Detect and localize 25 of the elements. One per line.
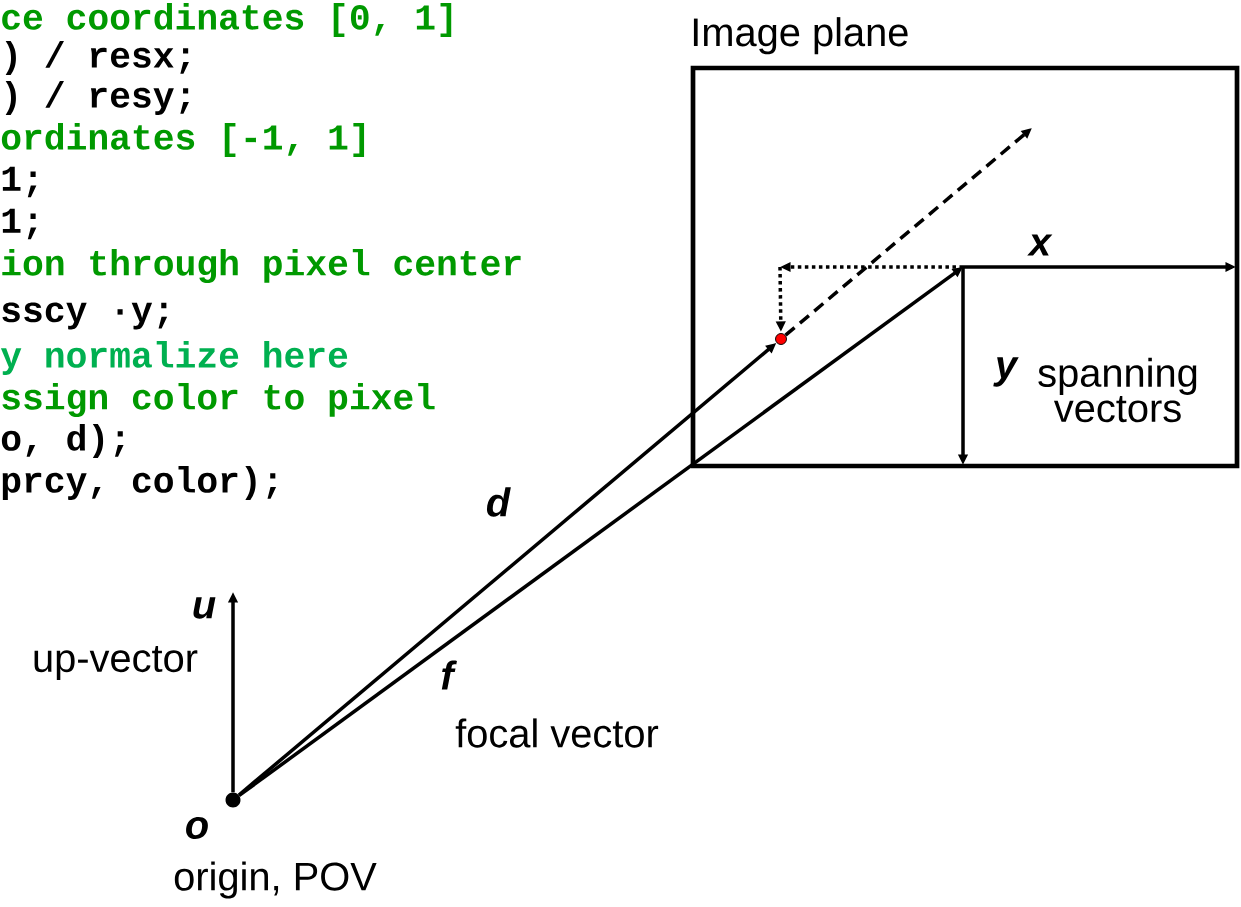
- code-line: prcy, color);: [2, 466, 277, 500]
- point-label: origin, POV: [174, 861, 377, 899]
- code-line: o, d);: [1, 424, 124, 458]
- edge-label: u: [190, 596, 218, 620]
- origin-point: [225, 792, 241, 808]
- point-label: o: [186, 817, 208, 839]
- pixel-point: [775, 333, 787, 345]
- edge-label: d: [484, 486, 512, 518]
- code-line: ) / resx;: [5, 41, 189, 75]
- vector-label: y: [993, 357, 1019, 387]
- code-line: sscy ·y;: [2, 302, 168, 330]
- note-text: up-vector: [34, 646, 198, 680]
- code-line: ssign color to pixel: [2, 383, 435, 417]
- code-line: ion through pixel center: [2, 249, 521, 283]
- code-line: 1;: [2, 166, 37, 198]
- code-line: ) / resy;: [5, 81, 189, 115]
- note-text: focal vector: [455, 718, 659, 748]
- edge-label: f: [439, 659, 457, 691]
- code-line: 1;: [2, 208, 37, 240]
- note-text: spanning vectors: [1038, 357, 1197, 423]
- vector-label: x: [1027, 234, 1053, 256]
- code-line: y normalize here: [0, 341, 348, 375]
- code-line: ordinates [-1, 1]: [1, 123, 365, 157]
- code-line: ce coordinates [0, 1]: [2, 3, 452, 37]
- box-heading: Image plane: [693, 17, 908, 55]
